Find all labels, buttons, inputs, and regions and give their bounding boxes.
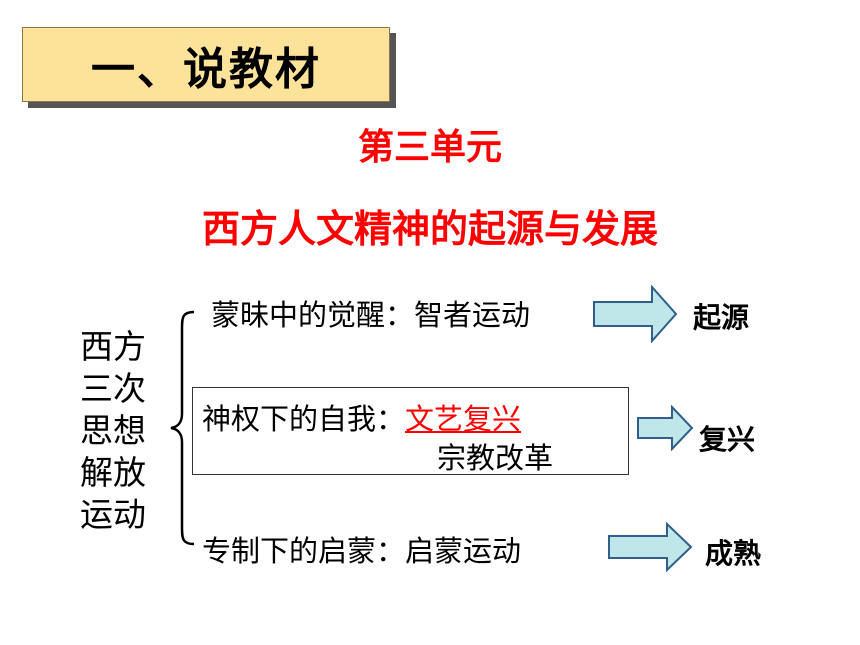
unit-subject: 西方人文精神的起源与发展: [201, 207, 658, 251]
right-arrow-icon: [593, 285, 678, 343]
row-maturity: 专制下的启蒙：启蒙运动: [202, 528, 521, 570]
row-revival: 神权下的自我：文艺复兴: [202, 396, 521, 438]
row-box: [192, 387, 629, 475]
side-label-line: 三次: [80, 369, 146, 408]
side-label-line: 解放: [80, 453, 146, 492]
row-item: 启蒙运动: [405, 534, 522, 568]
renaissance-link: 文艺复兴: [405, 402, 522, 436]
section-title: 一、说教材: [91, 43, 321, 95]
row-prefix: 神权下的自我：: [202, 402, 406, 436]
side-label-line: 运动: [80, 495, 146, 534]
section-title-box: 一、说教材: [22, 27, 390, 102]
result-origin: 起源: [693, 301, 750, 334]
result-revival: 复兴: [699, 423, 756, 456]
side-label-line: 西方: [80, 327, 146, 366]
row-prefix: 专制下的启蒙：: [202, 534, 406, 568]
row-prefix: 蒙昧中的觉醒：: [211, 298, 415, 332]
curly-brace-icon: [170, 310, 195, 546]
side-label-line: 思想: [80, 411, 146, 450]
result-maturity: 成熟: [705, 537, 762, 570]
row-item: 智者运动: [414, 298, 531, 332]
row-origin: 蒙昧中的觉醒：智者运动: [211, 292, 530, 334]
right-arrow-icon: [608, 522, 693, 572]
right-arrow-icon: [637, 405, 694, 451]
side-label: 西方 三次 思想 解放 运动: [80, 326, 160, 536]
row-item-reformation: 宗教改革: [437, 441, 554, 475]
unit-label: 第三单元: [357, 127, 502, 168]
